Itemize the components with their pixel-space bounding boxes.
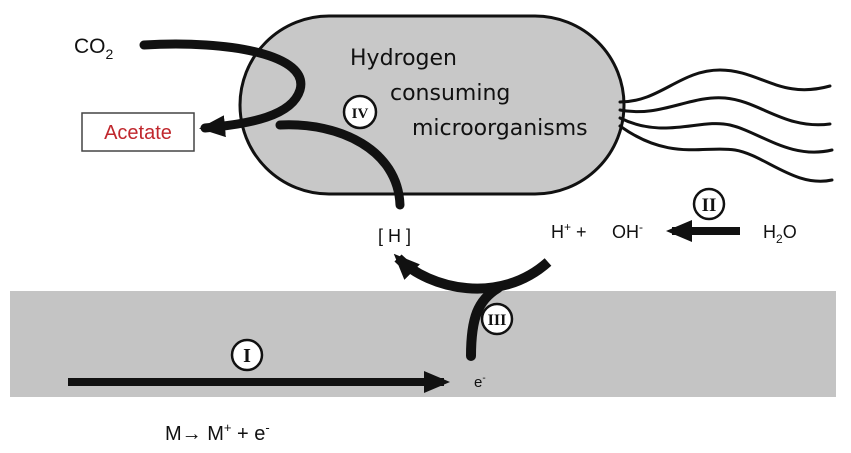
organism-label-line1: Hydrogen: [350, 46, 457, 71]
water-label: H2O: [763, 222, 797, 246]
step-label-4: IV: [352, 106, 369, 122]
proton-label: H+ +: [551, 220, 587, 242]
electron-label: e-: [474, 373, 486, 391]
acetate-box: [81, 112, 195, 152]
step-label-3: III: [488, 312, 507, 329]
hydroxide-label: OH-: [612, 220, 643, 242]
step-circle-1: I: [230, 338, 264, 372]
organism-label-line2: consuming: [390, 81, 510, 106]
step-label-1: I: [243, 345, 251, 367]
microorganism-cell: [238, 14, 626, 196]
co2-label: CO2: [74, 35, 114, 62]
step-circle-2: II: [692, 187, 726, 221]
oxidation-equation: M→ M+ + e-: [165, 420, 270, 445]
arrow-step-3: [393, 253, 552, 294]
step-circle-4: IV: [342, 94, 378, 130]
electron-branch: [466, 283, 503, 361]
organism-label-line3: microorganisms: [412, 116, 588, 141]
hydrogen-label: [ H ]: [378, 226, 411, 246]
step-circle-3: III: [480, 302, 514, 336]
arrow-step-4: [275, 120, 405, 210]
flagella: [618, 68, 834, 183]
arrow-co2-curve: [139, 39, 306, 138]
step-label-2: II: [702, 195, 717, 216]
acetate-label: Acetate: [104, 122, 172, 144]
